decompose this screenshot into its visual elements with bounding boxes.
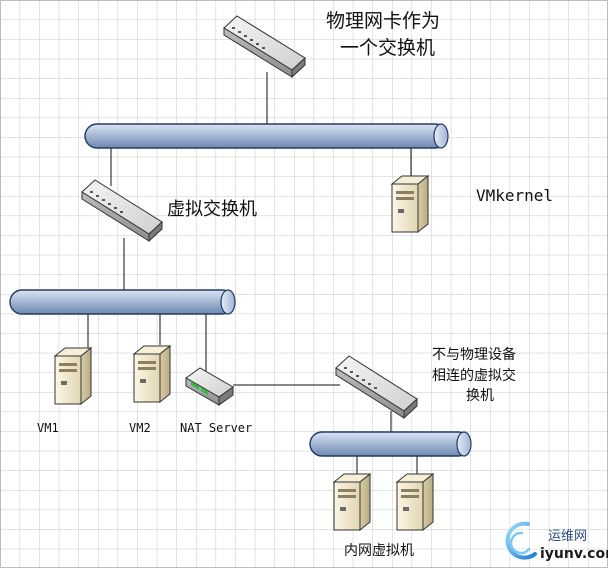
connection-lines — [87, 72, 418, 475]
virtual-switch-icon — [81, 179, 163, 243]
isolated-switch-icon — [335, 355, 418, 420]
physical-bus — [84, 123, 449, 149]
virtual-switch-label: 虚拟交换机 — [167, 199, 257, 220]
internal-vm-a-server-icon — [332, 472, 372, 532]
nat-router-icon — [185, 367, 234, 406]
watermark-logo — [505, 521, 537, 560]
physical-nic-switch-icon — [223, 15, 306, 79]
isolated-switch-label-line3: 换机 — [466, 387, 494, 404]
vm1-server-icon — [53, 346, 93, 406]
isolated-switch-label-line1: 不与物理设备 — [432, 346, 516, 363]
nat-server-label: NAT Server — [180, 421, 252, 435]
isolated-switch-label-line2: 相连的虚拟交 — [432, 367, 516, 384]
physical-nic-label-line1: 物理网卡作为 — [326, 10, 440, 32]
vm2-server-icon — [132, 344, 172, 404]
internal-vm-b-server-icon — [395, 472, 435, 532]
vmkernel-label: VMkernel — [476, 186, 553, 205]
vmkernel-server-icon — [390, 174, 430, 234]
vm1-label: VM1 — [37, 421, 59, 435]
watermark-site: iyunv.com — [540, 546, 608, 562]
vm2-label: VM2 — [129, 421, 151, 435]
internal-vms-label: 内网虚拟机 — [344, 543, 414, 559]
watermark-brand: 运维网 — [548, 529, 587, 544]
virtual-switch-bus — [9, 289, 236, 315]
physical-nic-label-line2: 一个交换机 — [340, 37, 435, 59]
internal-bus — [309, 431, 472, 457]
